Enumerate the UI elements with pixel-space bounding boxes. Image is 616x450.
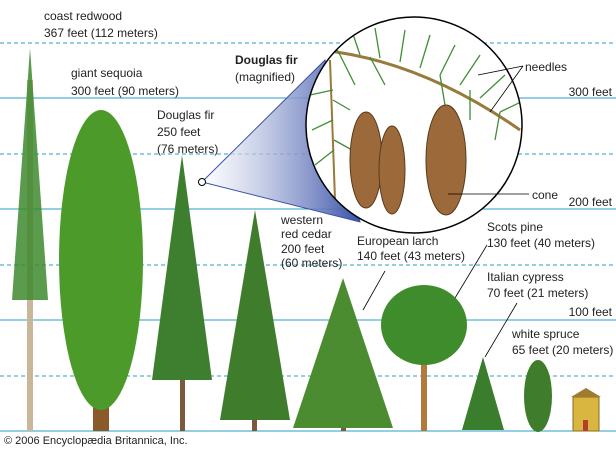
- cone-icons: [349, 104, 467, 216]
- tree-scots-pine: [381, 285, 467, 431]
- label-giant-sequoia: giant sequoia: [71, 66, 143, 80]
- height-scots-pine: 130 feet (40 meters): [487, 236, 596, 250]
- copyright: © 2006 Encyclopædia Britannica, Inc.: [4, 435, 188, 447]
- magnifier-title: Douglas fir: [235, 53, 298, 67]
- height-white-spruce: 65 feet (20 meters): [512, 343, 614, 357]
- magnified-branch: [306, 17, 522, 233]
- height-giant-sequoia: 300 feet (90 meters): [71, 84, 180, 98]
- tree-european-larch: [293, 278, 393, 431]
- scale-300-feet: 300 feet: [568, 85, 612, 99]
- tree-italian-cypress: [524, 360, 552, 432]
- callout-lines: [362, 65, 529, 358]
- label-douglas-fir: Douglas fir: [157, 108, 215, 122]
- label-western-red-cedar-1: western: [281, 213, 324, 227]
- height-western-red-cedar-ft: 200 feet: [281, 242, 325, 256]
- tree-douglas-fir: [152, 155, 212, 431]
- label-western-red-cedar-2: red cedar: [281, 227, 332, 241]
- height-coast-redwood: 367 feet (112 meters): [44, 26, 158, 40]
- height-western-red-cedar-m: (60 meters): [281, 256, 343, 270]
- label-white-spruce: white spruce: [512, 327, 580, 341]
- height-italian-cypress: 70 feet (21 meters): [487, 286, 589, 300]
- height-european-larch: 140 feet (43 meters): [357, 249, 466, 263]
- magnifier-subtitle: (magnified): [235, 70, 296, 84]
- label-needles: needles: [525, 60, 568, 74]
- tree-white-spruce: [462, 357, 504, 430]
- height-douglas-fir-ft: 250 feet: [157, 125, 201, 139]
- label-european-larch: European larch: [357, 234, 439, 248]
- tree-western-red-cedar: [220, 210, 290, 431]
- house-icon: [571, 388, 601, 432]
- magnifier-circle: [305, 16, 523, 234]
- scale-200-feet: 200 feet: [568, 195, 612, 209]
- tree-giant-sequoia: [59, 110, 143, 431]
- magnify-point-marker: [198, 178, 206, 186]
- label-scots-pine: Scots pine: [487, 220, 544, 234]
- tree-coast-redwood: [12, 48, 48, 431]
- label-italian-cypress: Italian cypress: [487, 270, 564, 284]
- label-coast-redwood: coast redwood: [44, 9, 123, 23]
- height-douglas-fir-m: (76 meters): [157, 142, 219, 156]
- scale-100-feet: 100 feet: [568, 305, 612, 319]
- label-cone: cone: [532, 188, 559, 202]
